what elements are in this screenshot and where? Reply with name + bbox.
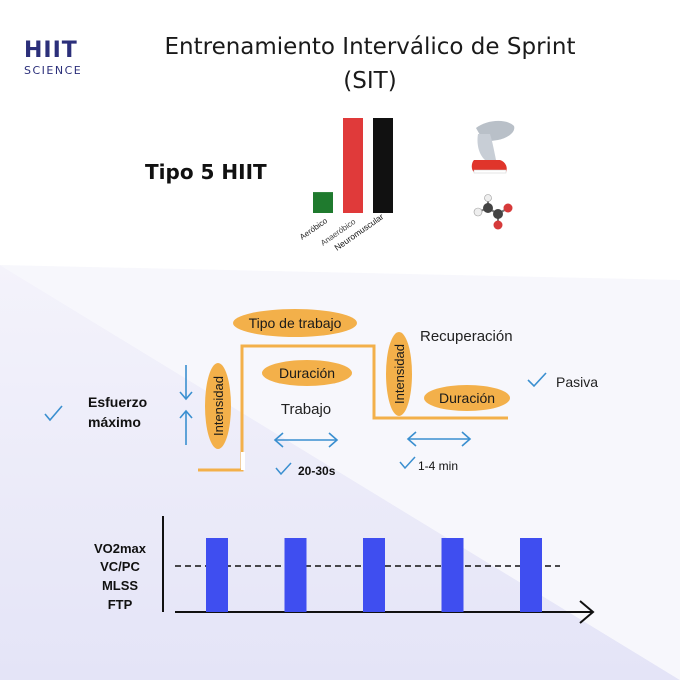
recovery-duration-pill: Duración [424, 385, 510, 411]
recovery-duration-arrow [406, 431, 472, 447]
recovery-intensity-label: Intensidad [392, 344, 407, 404]
passive-check-icon [527, 372, 547, 388]
work-intensity-pill: Intensidad [205, 363, 231, 449]
molecule-icon [473, 194, 513, 230]
work-label: Trabajo [281, 401, 331, 418]
threshold-ftp: FTP [108, 597, 133, 612]
threshold-mlss: MLSS [102, 578, 138, 593]
recovery-label: Recuperación [420, 328, 513, 345]
intensity-arrows [179, 365, 193, 445]
recovery-duration-label: Duración [439, 390, 495, 406]
work-type-label: Tipo de trabajo [249, 315, 342, 331]
interval-chart: VO2max VC/PC MLSS FTP [94, 516, 595, 624]
effort-check-icon [44, 405, 63, 422]
logo-text: HIIT [24, 38, 78, 63]
aerobic-bar [313, 192, 333, 213]
interval-bar [441, 538, 464, 612]
hiit-science-logo: HIIT SCIENCE [24, 38, 86, 78]
threshold-vo2max: VO2max [94, 541, 147, 556]
threshold-vcpc: VC/PC [100, 559, 140, 574]
effort-label-line1: Esfuerzo [88, 394, 147, 410]
work-duration-label: Duración [279, 365, 335, 381]
work-time-label: 20-30s [298, 464, 336, 478]
work-type-pill: Tipo de trabajo [233, 309, 357, 337]
effort-label-line2: máximo [88, 414, 141, 430]
interval-bar [363, 538, 385, 612]
hiit-type-label: Tipo 5 HIIT [145, 160, 267, 184]
anaerobic-bar [343, 118, 363, 213]
work-intensity-label: Intensidad [211, 376, 226, 436]
interval-bar [520, 538, 542, 612]
title-line-2: (SIT) [343, 68, 397, 94]
logo-subtext: SCIENCE [24, 64, 83, 77]
recovery-time-label: 1-4 min [418, 459, 458, 473]
work-duration-arrow [273, 432, 339, 448]
work-rest-profile [198, 344, 508, 472]
passive-label: Pasiva [556, 374, 598, 390]
neuromuscular-bar [373, 118, 393, 213]
leg-icon [471, 120, 515, 174]
energy-system-chart: Aeróbico Anaeróbico Neuromuscular [298, 118, 393, 253]
title-line-1: Entrenamiento Interválico de Sprint [164, 34, 576, 60]
x-axis-arrowhead [579, 600, 595, 624]
interval-bar [284, 538, 307, 612]
work-duration-pill: Duración [262, 360, 352, 386]
recovery-time-check-icon [399, 456, 416, 470]
page-title: Entrenamiento Interválico de Sprint (SIT… [110, 30, 630, 98]
work-time-check-icon [275, 462, 292, 476]
interval-bar [206, 538, 228, 612]
recovery-intensity-pill: Intensidad [386, 332, 412, 416]
